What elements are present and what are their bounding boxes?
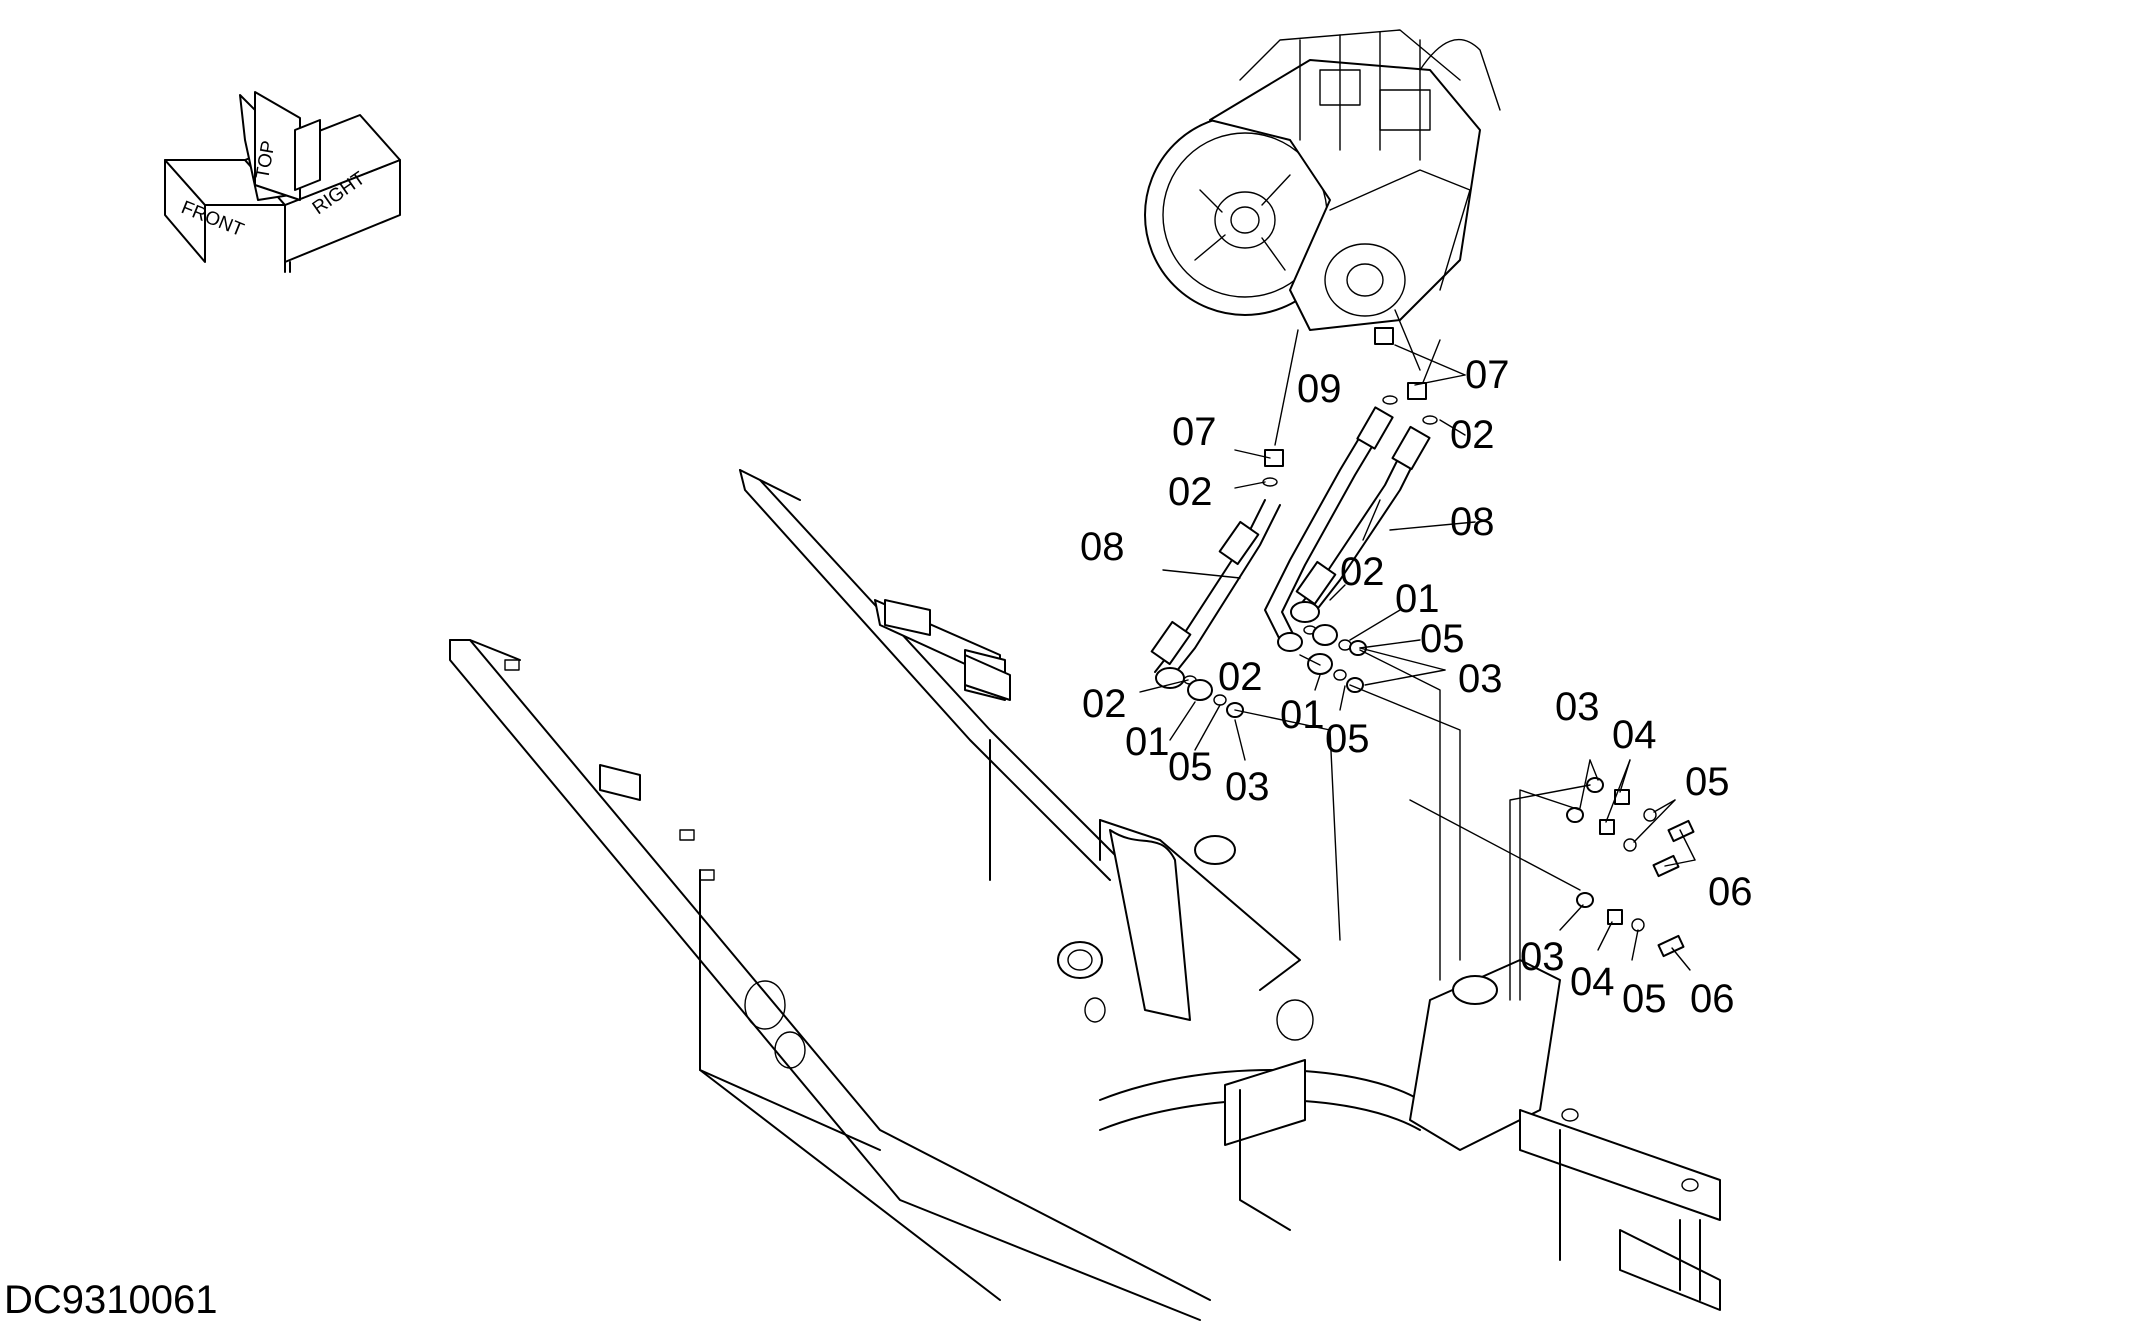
callout-02: 02 xyxy=(1082,682,1127,726)
orientation-indicator: FRONT TOP RIGHT xyxy=(164,91,401,273)
callout-06: 06 xyxy=(1708,870,1753,914)
callout-03: 03 xyxy=(1458,657,1503,701)
callout-02: 02 xyxy=(1218,655,1263,699)
callout-01: 01 xyxy=(1280,693,1325,737)
callout-04: 04 xyxy=(1570,960,1615,1004)
callout-05: 05 xyxy=(1685,760,1730,804)
hose-08-right xyxy=(1290,425,1431,623)
callout-03: 03 xyxy=(1520,935,1565,979)
callout-06: 06 xyxy=(1690,977,1735,1021)
callout-08: 08 xyxy=(1450,500,1495,544)
callout-05: 05 xyxy=(1622,977,1667,1021)
callout-03: 03 xyxy=(1555,685,1600,729)
fittings-upper xyxy=(1262,327,1438,487)
hose-09 xyxy=(1264,406,1394,652)
callout-09: 09 xyxy=(1297,367,1342,411)
callout-05: 05 xyxy=(1420,617,1465,661)
callout-05: 05 xyxy=(1168,745,1213,789)
callout-05: 05 xyxy=(1325,717,1370,761)
callout-02: 02 xyxy=(1168,470,1213,514)
callout-01: 01 xyxy=(1395,577,1440,621)
callout-08: 08 xyxy=(1080,525,1125,569)
hose-08-left xyxy=(1150,499,1281,689)
frame-structure xyxy=(449,469,1721,1321)
callout-02: 02 xyxy=(1340,550,1385,594)
callout-07: 07 xyxy=(1465,353,1510,397)
callout-01: 01 xyxy=(1125,720,1170,764)
callout-labels: 07 09 07 02 02 08 08 02 01 05 03 02 02 0… xyxy=(1080,353,1753,1021)
callout-02: 02 xyxy=(1450,413,1495,457)
drawing-id: DC9310061 xyxy=(4,1278,218,1322)
leader-lines xyxy=(1139,344,1696,971)
callout-04: 04 xyxy=(1612,713,1657,757)
hydraulic-pump xyxy=(1144,29,1501,446)
callout-03: 03 xyxy=(1225,765,1270,809)
callout-07: 07 xyxy=(1172,410,1217,454)
